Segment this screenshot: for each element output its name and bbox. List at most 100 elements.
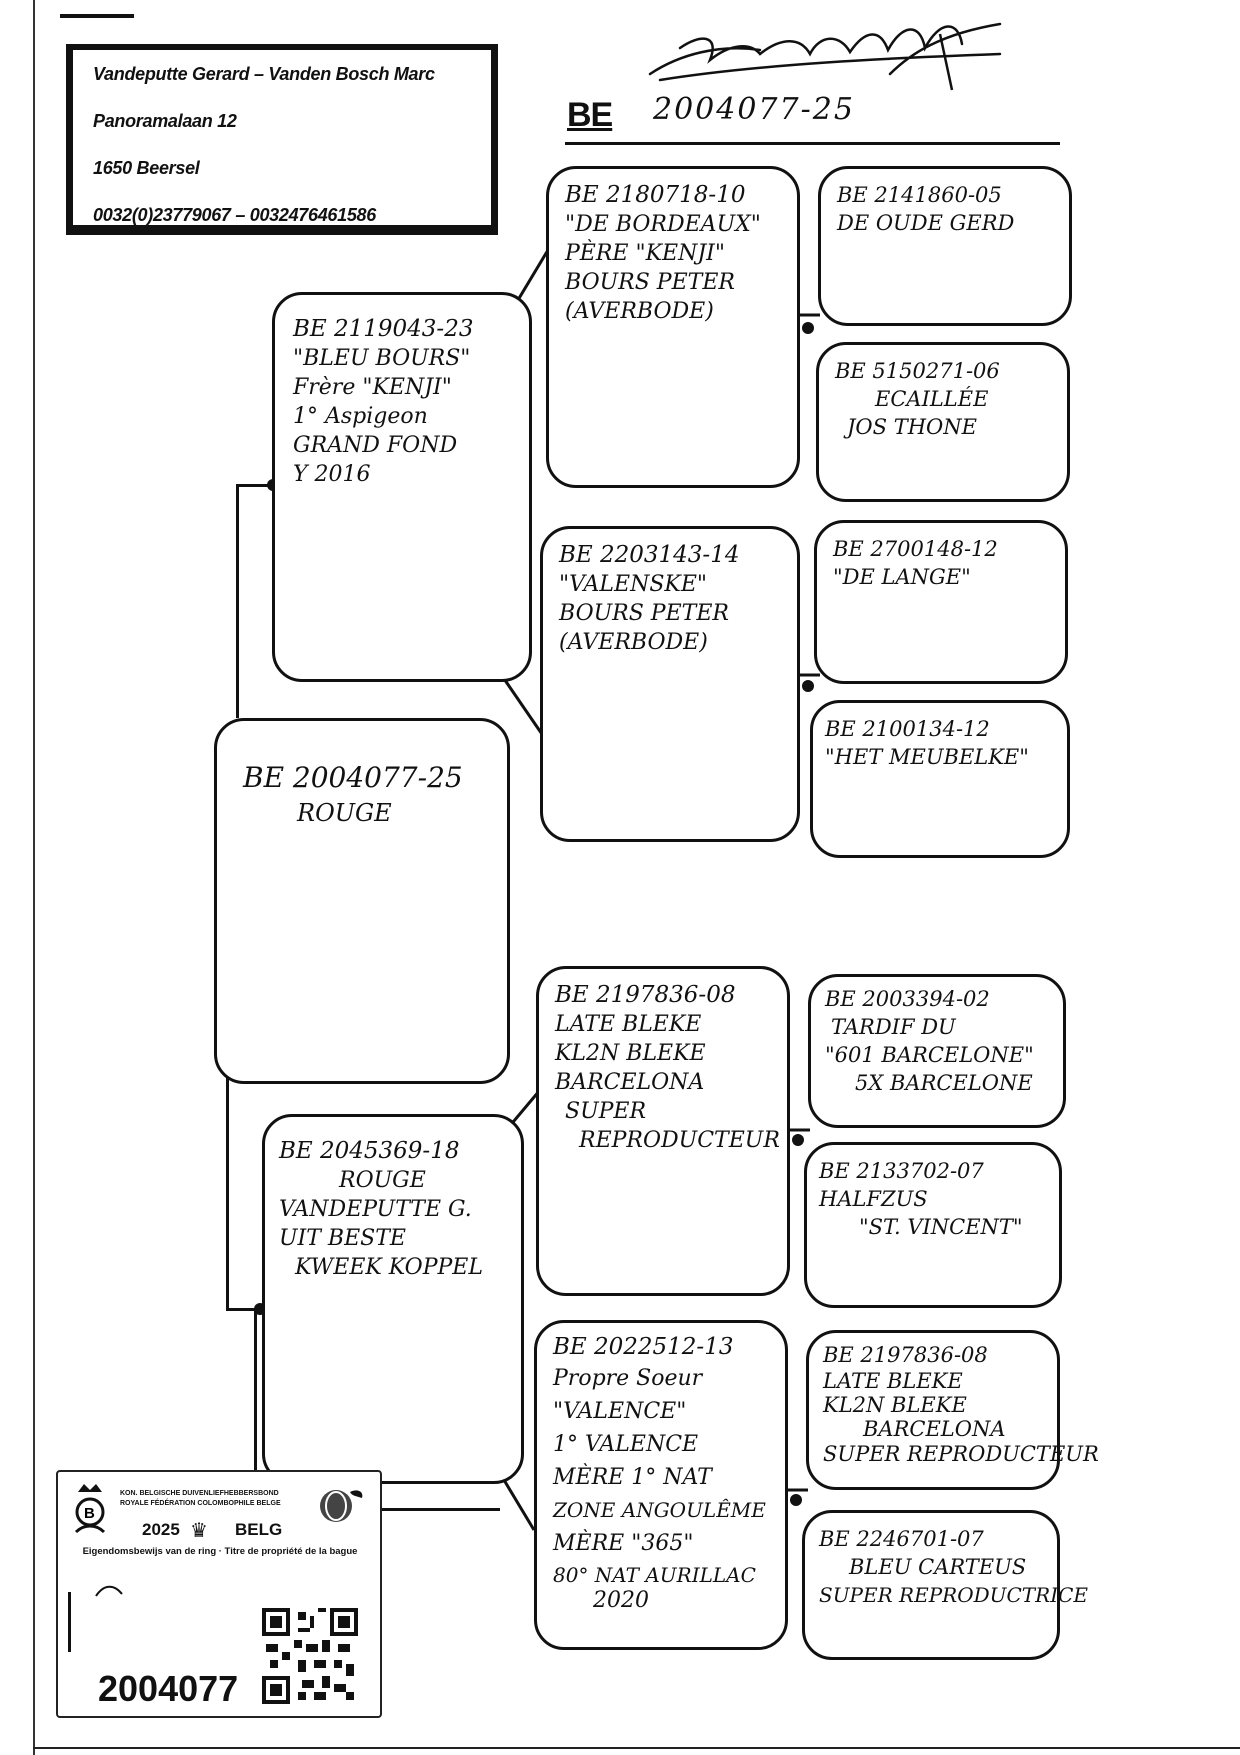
sire-sire-note: PÈRE "KENJI" xyxy=(565,241,725,266)
title-ring-number: 2004077-25 xyxy=(653,92,855,127)
card-arc-mark xyxy=(95,1585,123,1597)
dam-dam-note: Propre Soeur xyxy=(553,1366,703,1391)
dam-dam-note: 1° VALENCE xyxy=(553,1432,699,1457)
sire-sire-name: "DE BORDEAUX" xyxy=(565,212,761,237)
dam-sire-ring: BE 2197836-08 xyxy=(555,982,736,1008)
owner-street: Panoramalaan 12 xyxy=(93,111,237,131)
ggp-note: KL2N BLEKE xyxy=(823,1393,967,1417)
dam-dam-note: MÈRE "365" xyxy=(553,1531,694,1556)
dam-sire-box: BE 2197836-08 LATE BLEKE KL2N BLEKE BARC… xyxy=(536,966,790,1296)
ggp-breeder: JOS THONE xyxy=(847,415,977,439)
ggp-name: DE OUDE GERD xyxy=(837,211,1015,235)
ggp-note: SUPER REPRODUCTRICE xyxy=(819,1583,1088,1607)
ggp-name: LATE BLEKE xyxy=(823,1369,963,1393)
dam-dam-note: 2020 xyxy=(593,1588,649,1613)
dam-dam-note: MÈRE 1° NAT xyxy=(553,1465,712,1490)
dam-dam-note: ZONE ANGOULÊME xyxy=(553,1498,766,1522)
card-ring-number: 2004077 xyxy=(98,1668,239,1709)
dam-dam-sire-box: BE 2197836-08 LATE BLEKE KL2N BLEKE BARC… xyxy=(806,1330,1099,1490)
ggp-ring: BE 2100134-12 xyxy=(825,717,990,741)
connector-subject-dam-h xyxy=(226,1308,262,1311)
federation-crown-logo: B xyxy=(74,1484,106,1534)
card-year: 2025 xyxy=(142,1520,180,1539)
sire-box: BE 2119043-23 "BLEU BOURS" Frère "KENJI"… xyxy=(272,292,532,682)
top-dash-mark xyxy=(60,14,134,18)
dam-dam-note: 80° NAT AURILLAC xyxy=(553,1563,756,1587)
owner-names: Vandeputte Gerard – Vanden Bosch Marc xyxy=(93,64,435,84)
sire-dam-dam-box: BE 2100134-12 "HET MEUBELKE" xyxy=(810,700,1070,858)
dam-dam-ring: BE 2022512-13 xyxy=(553,1334,734,1360)
dam-sire-sire-box: BE 2003394-02 TARDIF DU "601 BARCELONE" … xyxy=(808,974,1066,1128)
sire-sire-box: BE 2180718-10 "DE BORDEAUX" PÈRE "KENJI"… xyxy=(546,166,800,488)
svg-text:B: B xyxy=(84,1505,95,1522)
card-org-fr: ROYALE FÉDÉRATION COLOMBOPHILE BELGE xyxy=(120,1500,281,1507)
sire-dam-sire-box: BE 2700148-12 "DE LANGE" xyxy=(814,520,1068,684)
sire-note: GRAND FOND xyxy=(293,433,458,458)
title-country: BE xyxy=(567,96,613,134)
sire-sire-dam-box: BE 5150271-06 ECAILLÉE JOS THONE xyxy=(816,342,1070,502)
signature xyxy=(648,22,1002,91)
ggp-note: BARCELONA xyxy=(863,1417,1006,1441)
ggp-ring: BE 2133702-07 xyxy=(819,1159,984,1183)
ggp-note: 5X BARCELONE xyxy=(855,1071,1033,1095)
qr-code xyxy=(262,1608,358,1704)
dam-sire-note: KL2N BLEKE xyxy=(555,1041,706,1066)
connector-dam-bottom xyxy=(380,1508,500,1511)
subject-ring: BE 2004077-25 xyxy=(243,761,463,794)
ggp-name: BLEU CARTEUS xyxy=(849,1555,1027,1579)
ggp-name: "ST. VINCENT" xyxy=(859,1215,1023,1239)
connector-dam-down xyxy=(254,1310,257,1470)
dam-breeder: VANDEPUTTE G. xyxy=(279,1197,472,1222)
ring-ownership-card: B KON. BELGISCHE DUIVENLIEFHEBBERSBOND R… xyxy=(56,1470,382,1718)
dam-box: BE 2045369-18 ROUGE VANDEPUTTE G. UIT BE… xyxy=(262,1114,524,1484)
dam-sire-note: BARCELONA xyxy=(555,1070,705,1095)
sire-dam-breeder: BOURS PETER xyxy=(559,601,729,626)
dove-emblem xyxy=(320,1490,363,1522)
ggp-name: "DE LANGE" xyxy=(833,565,971,589)
dam-note: UIT BESTE xyxy=(279,1226,406,1251)
sire-note: Y 2016 xyxy=(293,462,371,487)
sire-dam-box: BE 2203143-14 "VALENSKE" BOURS PETER (AV… xyxy=(540,526,800,842)
sire-dam-place: (AVERBODE) xyxy=(559,630,708,655)
ggp-ring: BE 5150271-06 xyxy=(835,359,1000,383)
dam-dam-name: "VALENCE" xyxy=(553,1399,687,1424)
owner-phones: 0032(0)23779067 – 0032476461586 xyxy=(93,205,376,225)
sire-sire-ring: BE 2180718-10 xyxy=(565,182,746,208)
dam-sire-note: REPRODUCTEUR xyxy=(579,1128,780,1153)
sire-note: Frère "KENJI" xyxy=(293,375,452,400)
ggp-ring: BE 2700148-12 xyxy=(833,537,998,561)
connector-subject-sire-h xyxy=(236,484,272,487)
ggp-ring: BE 2197836-08 xyxy=(823,1343,988,1367)
card-country: BELG xyxy=(235,1520,283,1539)
sire-dam-ring: BE 2203143-14 xyxy=(559,542,740,568)
sire-sire-sire-box: BE 2141860-05 DE OUDE GERD xyxy=(818,166,1072,326)
ggp-note: "601 BARCELONE" xyxy=(825,1043,1034,1067)
dam-ring: BE 2045369-18 xyxy=(279,1138,460,1164)
ggp-note: SUPER REPRODUCTEUR xyxy=(823,1442,1099,1466)
ggp-color: ECAILLÉE xyxy=(875,387,989,411)
sire-dam-name: "VALENSKE" xyxy=(559,572,708,597)
sire-name: "BLEU BOURS" xyxy=(293,346,471,371)
dam-dam-dam-box: BE 2246701-07 BLEU CARTEUS SUPER REPRODU… xyxy=(802,1510,1088,1660)
dam-sire-note: SUPER xyxy=(565,1099,647,1124)
ggp-ring: BE 2003394-02 xyxy=(825,987,990,1011)
dam-note: KWEEK KOPPEL xyxy=(295,1255,483,1280)
sire-ring: BE 2119043-23 xyxy=(293,316,474,342)
page-edge-left xyxy=(33,0,35,1755)
dam-sire-name: LATE BLEKE xyxy=(555,1012,702,1037)
ggp-name: "HET MEUBELKE" xyxy=(825,745,1029,769)
ggp-note: TARDIF DU xyxy=(831,1015,956,1039)
dam-sire-dam-box: BE 2133702-07 HALFZUS "ST. VINCENT" xyxy=(804,1142,1062,1308)
connector-subject-sire-v xyxy=(236,484,239,718)
connector-subject-dam-v xyxy=(226,1070,229,1310)
sire-sire-breeder: BOURS PETER xyxy=(565,270,735,295)
crown-icon: ♛ xyxy=(190,1518,208,1542)
sire-sire-place: (AVERBODE) xyxy=(565,299,714,324)
owner-city: 1650 Beersel xyxy=(93,158,200,178)
page-edge-bottom xyxy=(33,1747,1240,1749)
ggp-ring: BE 2246701-07 xyxy=(819,1527,984,1551)
pedigree-title: BE 2004077-25 xyxy=(565,92,1060,145)
sire-note: 1° Aspigeon xyxy=(293,404,428,429)
card-subtitle: Eigendomsbewijs van de ring · Titre de p… xyxy=(82,1546,358,1557)
subject-color: ROUGE xyxy=(297,799,392,827)
